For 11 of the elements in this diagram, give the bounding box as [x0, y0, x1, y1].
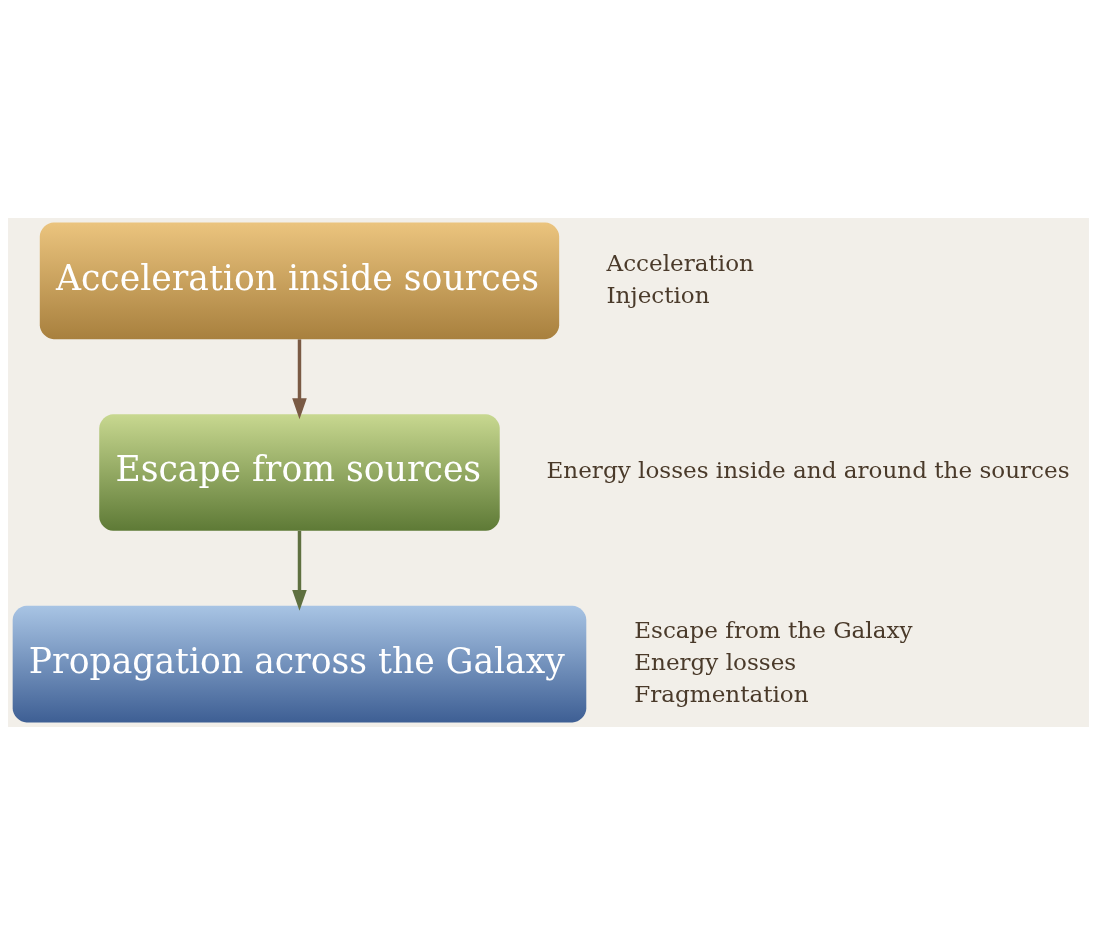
node-box: Escape from sources	[99, 414, 500, 531]
node-label: Fragmentation	[634, 681, 809, 708]
node-box: Propagation across the Galaxy	[12, 605, 587, 723]
node-label: Energy losses	[634, 648, 797, 675]
node-label: Escape from the Galaxy	[634, 616, 913, 643]
node-label: Acceleration	[606, 249, 754, 276]
arrow	[292, 530, 307, 611]
node-label: Injection	[606, 281, 710, 308]
arrow	[292, 339, 307, 420]
node-label: Energy losses inside and around the sources	[546, 457, 1070, 484]
node-box: Acceleration inside sources	[39, 222, 560, 340]
